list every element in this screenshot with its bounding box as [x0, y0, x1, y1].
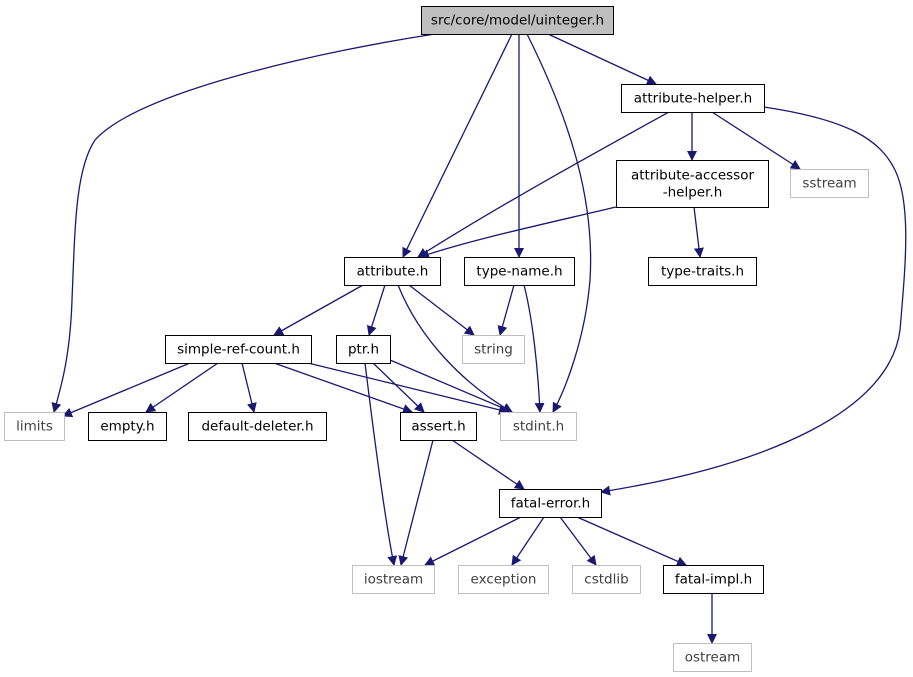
- node-label-stdint: stdint.h: [513, 419, 564, 435]
- node-box-type-traits: [648, 257, 757, 286]
- node-box-ptr: [336, 335, 391, 364]
- edge-assert-to-iostream: [398, 439, 434, 566]
- node-box-fatal-error: [499, 489, 602, 518]
- edge-attribute-to-simple-ref-count: [273, 284, 364, 336]
- node-box-attribute-helper: [621, 84, 765, 113]
- node-label-fatal-error: fatal-error.h: [511, 496, 591, 512]
- node-label-iostream: iostream: [364, 572, 423, 588]
- node-box-stdint: [500, 412, 577, 441]
- node-box-empty: [88, 412, 167, 441]
- node-attribute-accessor-helper[interactable]: attribute-accessor-helper.h: [616, 160, 769, 208]
- node-box-default-deleter: [188, 412, 327, 441]
- node-label-default-deleter: default-deleter.h: [201, 419, 313, 435]
- edge-type-name-to-stdint: [523, 284, 545, 413]
- edge-type-name-to-string: [497, 284, 515, 336]
- edge-attribute-to-stdint: [397, 284, 513, 413]
- edge-assert-to-fatal-error: [451, 439, 525, 490]
- node-label-attribute: attribute.h: [357, 264, 429, 280]
- node-limits: limits: [4, 412, 65, 441]
- node-label-attribute-helper: attribute-helper.h: [634, 91, 752, 107]
- node-label-limits: limits: [16, 419, 53, 435]
- node-box-string: [462, 335, 525, 364]
- node-cstdlib: cstdlib: [572, 565, 641, 594]
- node-box-cstdlib: [572, 565, 641, 594]
- edge-uinteger-to-limits: [51, 33, 436, 413]
- edge-uinteger-to-attribute-helper: [547, 33, 657, 85]
- node-exception: exception: [458, 565, 549, 594]
- node-attribute-helper[interactable]: attribute-helper.h: [621, 84, 765, 113]
- node-label-string: string: [474, 342, 513, 358]
- edge-fatal-error-to-exception: [511, 516, 545, 566]
- node-string: string: [462, 335, 525, 364]
- node-default-deleter[interactable]: default-deleter.h: [188, 412, 327, 441]
- node-label-type-traits: type-traits.h: [661, 264, 744, 280]
- node-box-ostream: [673, 643, 752, 672]
- node-label-type-name: type-name.h: [476, 264, 562, 280]
- node-simple-ref-count[interactable]: simple-ref-count.h: [165, 335, 312, 364]
- edge-attribute-accessor-helper-to-attribute: [419, 206, 617, 259]
- node-label-uinteger: src/core/model/uinteger.h: [431, 13, 604, 29]
- node-box-simple-ref-count: [165, 335, 312, 364]
- node-label-ostream: ostream: [685, 650, 741, 666]
- node-fatal-impl[interactable]: fatal-impl.h: [663, 565, 764, 594]
- node-label-attribute-accessor-helper: -helper.h: [663, 185, 723, 201]
- edge-uinteger-to-attribute: [402, 33, 513, 258]
- node-label-attribute-accessor-helper: attribute-accessor: [631, 168, 755, 184]
- edge-attribute-accessor-helper-to-type-traits: [693, 206, 704, 258]
- node-label-empty: empty.h: [100, 419, 154, 435]
- node-sstream: sstream: [790, 169, 869, 198]
- file-nodes: src/core/model/uinteger.h attribute-helpe…: [4, 6, 869, 672]
- node-label-assert: assert.h: [411, 419, 465, 435]
- edge-attribute-helper-to-sstream: [711, 111, 801, 170]
- node-type-name[interactable]: type-name.h: [464, 257, 575, 286]
- node-label-fatal-impl: fatal-impl.h: [675, 572, 752, 588]
- edge-ptr-to-iostream: [364, 362, 398, 566]
- edge-attribute-helper-to-attribute: [417, 111, 670, 258]
- edge-fatal-error-to-cstdlib: [559, 516, 597, 566]
- node-box-iostream: [352, 565, 435, 594]
- node-box-attribute: [344, 257, 441, 286]
- node-box-limits: [4, 412, 65, 441]
- node-label-simple-ref-count: simple-ref-count.h: [177, 342, 300, 358]
- node-label-cstdlib: cstdlib: [584, 572, 628, 588]
- node-box-fatal-impl: [663, 565, 764, 594]
- node-empty[interactable]: empty.h: [88, 412, 167, 441]
- edge-simple-ref-count-to-empty: [145, 362, 219, 413]
- node-ostream: ostream: [673, 643, 752, 672]
- node-label-exception: exception: [471, 572, 537, 588]
- node-box-exception: [458, 565, 549, 594]
- edge-simple-ref-count-to-assert: [273, 362, 413, 414]
- node-ptr[interactable]: ptr.h: [336, 335, 391, 364]
- edge-simple-ref-count-to-stdint: [307, 362, 509, 415]
- node-type-traits[interactable]: type-traits.h: [648, 257, 757, 286]
- edge-attribute-helper-to-fatal-error: [600, 106, 907, 496]
- node-label-sstream: sstream: [802, 176, 856, 192]
- edge-ptr-to-assert: [372, 362, 425, 413]
- node-iostream: iostream: [352, 565, 435, 594]
- node-uinteger[interactable]: src/core/model/uinteger.h: [421, 6, 614, 35]
- node-attribute[interactable]: attribute.h: [344, 257, 441, 286]
- edge-simple-ref-count-to-default-deleter: [241, 362, 257, 413]
- dependency-edges: [51, 33, 907, 644]
- node-box-attribute-accessor-helper: [616, 160, 769, 208]
- edge-fatal-error-to-fatal-impl: [576, 516, 687, 566]
- edge-ptr-to-stdint: [389, 359, 513, 414]
- edge-attribute-to-string: [408, 284, 475, 336]
- edge-simple-ref-count-to-limits: [62, 362, 191, 418]
- edge-uinteger-to-stdint: [526, 33, 592, 413]
- edge-fatal-error-to-iostream: [424, 516, 522, 566]
- node-box-uinteger: [421, 6, 614, 35]
- node-label-ptr: ptr.h: [348, 342, 379, 358]
- node-stdint: stdint.h: [500, 412, 577, 441]
- node-box-assert: [400, 412, 477, 441]
- edge-attribute-to-ptr: [366, 284, 386, 336]
- node-fatal-error[interactable]: fatal-error.h: [499, 489, 602, 518]
- node-assert[interactable]: assert.h: [400, 412, 477, 441]
- node-box-sstream: [790, 169, 869, 198]
- node-box-type-name: [464, 257, 575, 286]
